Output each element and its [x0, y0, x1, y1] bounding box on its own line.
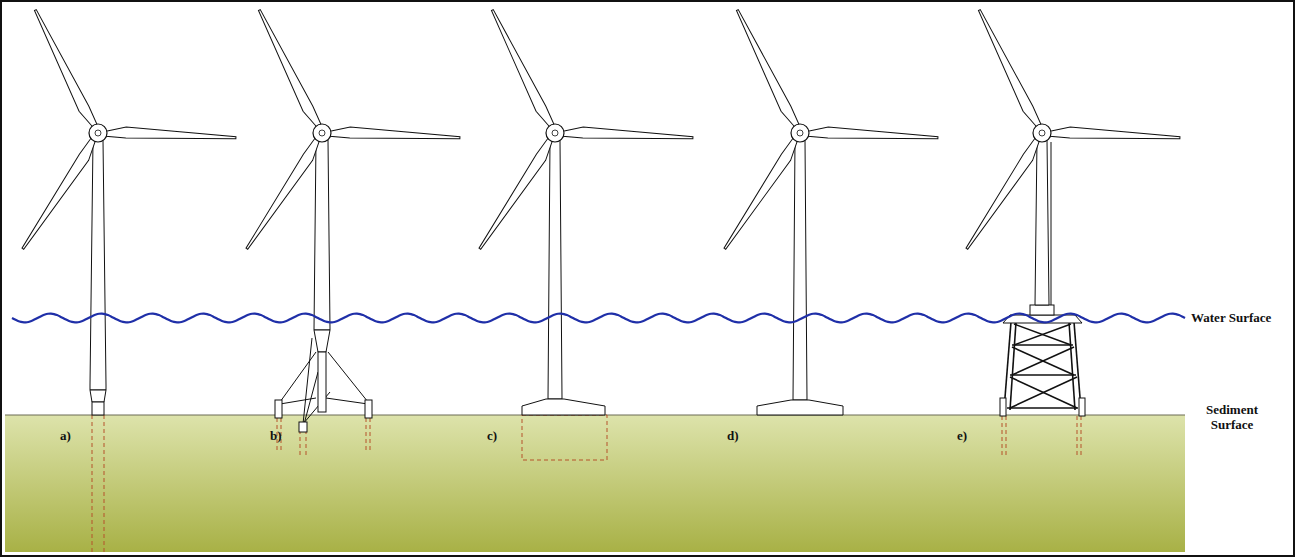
foundation-letter: c) [487, 429, 497, 444]
jacket-turbine [1002, 416, 1003, 455]
monopile-turbine [92, 415, 93, 552]
jacket-turbine [1069, 322, 1075, 410]
jacket-turbine [963, 8, 1180, 455]
tripod-turbine [243, 8, 460, 252]
tripod-turbine [314, 330, 330, 352]
tripod-turbine [275, 400, 282, 418]
jacket-turbine [1004, 322, 1011, 410]
monopile-turbine [90, 140, 106, 390]
monopile-turbine [90, 390, 106, 402]
jacket-turbine [1012, 347, 1074, 375]
tripod-turbine [328, 352, 368, 402]
gravity-base-turbine [721, 8, 938, 415]
gravity-base-turbine [522, 399, 605, 415]
jacket-turbine [1012, 344, 1073, 346]
tripod-turbine [314, 140, 330, 330]
tripod-turbine [306, 430, 307, 455]
tripod-turbine [280, 352, 316, 402]
jacket-turbine [1002, 416, 1081, 455]
gravity-base-turbine [757, 400, 843, 415]
jacket-turbine [1030, 305, 1054, 315]
jacket-turbine [1006, 416, 1007, 455]
monopile-turbine [19, 8, 236, 252]
jacket-turbine [1000, 398, 1006, 416]
foundation-letter: d) [727, 429, 739, 444]
jacket-turbine [1077, 416, 1078, 455]
jacket-turbine [1010, 377, 1077, 408]
tripod-turbine [370, 418, 371, 452]
jacket-turbine [963, 8, 1180, 252]
jacket-turbine [1010, 374, 1076, 376]
monopile-turbine [92, 402, 104, 415]
jacket-turbine [1012, 347, 1074, 375]
jacket-turbine [1007, 407, 1078, 409]
tripod-turbine [365, 400, 372, 418]
sediment-layer [5, 415, 1185, 552]
gravity-base-turbine [721, 8, 938, 252]
foundation-letter: e) [957, 429, 967, 444]
jacket-turbine [1014, 324, 1071, 345]
gravity-base-turbine [476, 8, 693, 252]
foundation-letter: b) [270, 429, 282, 444]
tripod-turbine [318, 352, 326, 412]
monopile-turbine [104, 415, 105, 552]
tripod-turbine [277, 418, 370, 455]
jacket-turbine [1010, 322, 1016, 410]
tripod-turbine [300, 430, 301, 455]
jacket-turbine [1004, 322, 1081, 410]
gravity-base-turbine [522, 415, 607, 460]
gravity-base-turbine [548, 140, 562, 399]
jacket-turbine [1079, 398, 1085, 416]
tripod-turbine [366, 418, 367, 452]
tripod-turbine [299, 422, 307, 432]
tripod-turbine [326, 398, 368, 404]
jacket-turbine [1081, 416, 1082, 455]
monopile-turbine [92, 415, 104, 552]
water-surface-label: Water Surface [1191, 311, 1271, 326]
water-surface-line [12, 314, 1185, 323]
tripod-turbine [280, 398, 316, 404]
gravity-base-turbine [476, 8, 693, 460]
jacket-turbine [1010, 377, 1077, 408]
gravity-base-turbine [793, 140, 807, 400]
foundation-letter: a) [60, 429, 71, 444]
jacket-turbine [1051, 142, 1052, 305]
jacket-turbine [1014, 324, 1071, 345]
sediment-surface-label: Sediment Surface [1192, 403, 1272, 433]
jacket-turbine [1074, 322, 1081, 410]
monopile-turbine [19, 8, 236, 552]
jacket-turbine [1035, 140, 1049, 305]
tripod-turbine [303, 338, 312, 424]
tripod-turbine [243, 8, 460, 455]
